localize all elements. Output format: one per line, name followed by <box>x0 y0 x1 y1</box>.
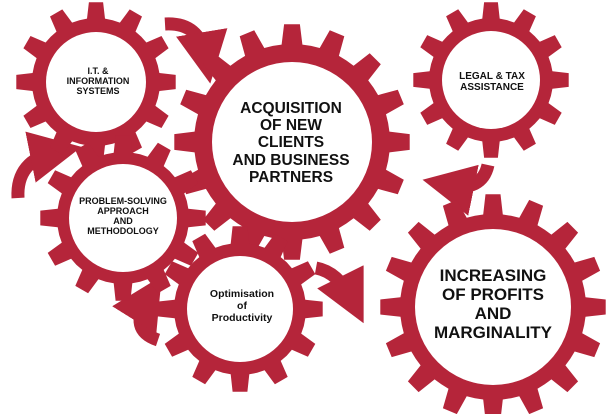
gear-label-legal: LEGAL & TAX ASSISTANCE <box>459 70 525 93</box>
arrow-acquisition-to-profits <box>314 261 364 324</box>
gear-center-legal <box>442 31 540 129</box>
gear-profits <box>380 194 606 419</box>
gear-center-it <box>46 32 146 132</box>
gear-label-optimisation: Optimisation of Productivity <box>209 288 275 324</box>
arrow-problem-to-it <box>11 131 82 199</box>
arrow-optimisation-to-problem <box>112 275 162 347</box>
gear-center-problem <box>69 164 177 272</box>
gear-acquisition <box>174 24 410 260</box>
arrow-it-to-acquisition <box>164 17 228 84</box>
gear-center-profits <box>415 229 571 385</box>
gear-label-profits: INCREASING OF PROFITS AND MARGINALITY <box>433 265 553 343</box>
gear-center-optimisation <box>187 256 293 362</box>
gear-center-acquisition <box>212 62 372 222</box>
arrow-legal-to-acquisition <box>422 163 495 216</box>
gear-label-problem: PROBLEM-SOLVING APPROACH AND METHODOLOGY <box>79 195 167 237</box>
gear-problem <box>40 135 206 301</box>
gear-legal <box>413 2 569 158</box>
gear-label-it: I.T. & INFORMATION SYSTEMS <box>66 65 130 97</box>
gear-optimisation <box>157 226 323 392</box>
gear-it <box>16 2 176 162</box>
gear-label-acquisition: ACQUISITION OF NEW CLIENTS AND BUSINESS … <box>232 99 350 187</box>
